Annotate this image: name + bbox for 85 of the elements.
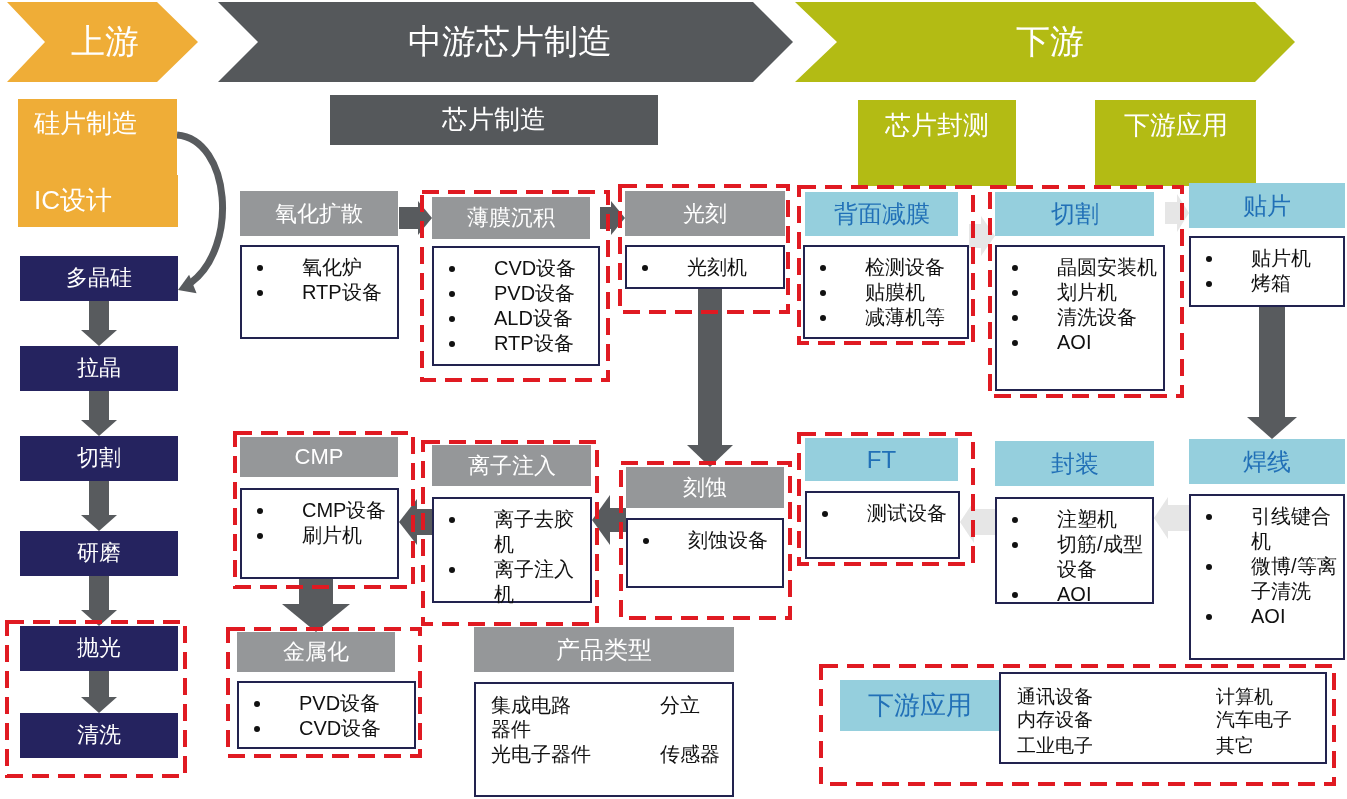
list-item: 注塑机 <box>1057 507 1117 532</box>
list-item: 贴片机 <box>1251 246 1311 271</box>
list-item: AOI <box>1057 330 1092 355</box>
list-item: AOI <box>1251 604 1286 629</box>
block-arrow <box>687 289 733 467</box>
block-arrow <box>1154 497 1189 539</box>
list-item: 汽车电子 <box>1216 708 1292 731</box>
block-arrow <box>1165 194 1189 232</box>
step-header: FT <box>805 438 958 481</box>
list-item: 刷片机 <box>302 523 362 548</box>
process-box: 清洗 <box>20 713 178 758</box>
block-arrow <box>1247 307 1297 439</box>
block-arrow <box>81 391 117 436</box>
list-item: ALD设备 <box>494 306 573 331</box>
section-header: 芯片封测 <box>858 100 1016 186</box>
list-item: 集成电路器件 <box>491 693 572 741</box>
list-item: 计算机 <box>1216 685 1273 708</box>
category-box: 硅片制造 <box>18 99 177 175</box>
list-item: 通讯设备 <box>1017 685 1093 708</box>
block-arrow <box>282 579 350 632</box>
list-item: 划片机 <box>1057 280 1117 305</box>
step-header: 刻蚀 <box>626 467 784 508</box>
section-header: 下游应用 <box>1095 100 1256 186</box>
process-box: 切割 <box>20 436 178 481</box>
process-box: 抛光 <box>20 626 178 671</box>
list-item: 烤箱 <box>1251 271 1291 296</box>
list-item: 引线键合机 <box>1251 504 1332 554</box>
stage-title: 下游 <box>1016 22 1084 62</box>
block-arrow <box>600 201 625 235</box>
stage-title: 上游 <box>71 22 139 62</box>
process-box: 多晶硅 <box>20 256 178 301</box>
category-header: 产品类型 <box>474 627 734 672</box>
section-header: 芯片制造 <box>330 95 658 145</box>
list-item: 测试设备 <box>867 501 947 526</box>
list-item: CMP设备 <box>302 498 387 523</box>
step-header: CMP <box>240 437 398 477</box>
step-header: 离子注入 <box>432 445 591 486</box>
list-item: PVD设备 <box>299 691 381 716</box>
step-header: 封装 <box>995 441 1154 486</box>
list-item: 清洗设备 <box>1057 305 1137 330</box>
process-box: 研磨 <box>20 531 178 576</box>
step-header: 光刻 <box>625 191 785 236</box>
list-item: 微博/等离子清洗 <box>1251 554 1337 604</box>
list-item: 检测设备 <box>865 255 945 280</box>
list-item: RTP设备 <box>302 280 382 305</box>
list-item: 贴膜机 <box>865 280 925 305</box>
list-item: 晶圆安装机 <box>1057 255 1157 280</box>
list-item: 分立 <box>660 693 700 717</box>
list-item: AOI <box>1057 582 1092 607</box>
block-arrow <box>592 495 626 545</box>
step-header: 金属化 <box>237 632 395 672</box>
step-header: 薄膜沉积 <box>432 197 590 239</box>
list-item: 工业电子 <box>1017 734 1093 757</box>
list-item: 光刻机 <box>687 255 747 280</box>
list-item: 离子去胶机 <box>494 507 575 557</box>
category-header: 下游应用 <box>840 680 999 731</box>
block-arrow <box>81 671 117 713</box>
step-header: 切割 <box>995 192 1154 236</box>
list-item: 内存设备 <box>1017 708 1093 731</box>
block-arrow <box>399 499 432 545</box>
block-arrow <box>81 301 117 346</box>
step-header: 贴片 <box>1189 183 1345 228</box>
list-item: PVD设备 <box>494 281 576 306</box>
category-box: IC设计 <box>18 175 178 227</box>
list-item: 刻蚀设备 <box>688 528 768 553</box>
list-item: 氧化炉 <box>302 255 362 280</box>
block-arrow <box>399 201 432 235</box>
step-header: 氧化扩散 <box>240 191 398 236</box>
step-header: 焊线 <box>1189 439 1345 484</box>
stage-title: 中游芯片制造 <box>408 22 612 62</box>
list-item: 离子注入机 <box>494 557 575 607</box>
block-arrow <box>81 576 117 626</box>
list-item: 传感器 <box>660 742 720 766</box>
list-item: CVD设备 <box>299 716 382 741</box>
list-item: 光电子器件 <box>491 742 591 766</box>
step-header: 背面减膜 <box>805 192 958 236</box>
curved-arrow <box>176 131 226 294</box>
list-item: 其它 <box>1216 734 1254 757</box>
block-arrow <box>969 216 995 256</box>
list-item: RTP设备 <box>494 331 574 356</box>
list-item: 减薄机等 <box>865 305 945 330</box>
list-item: 切筋/成型设备 <box>1057 532 1144 582</box>
list-item: CVD设备 <box>494 256 577 281</box>
process-box: 拉晶 <box>20 346 178 391</box>
block-arrow <box>81 481 117 531</box>
